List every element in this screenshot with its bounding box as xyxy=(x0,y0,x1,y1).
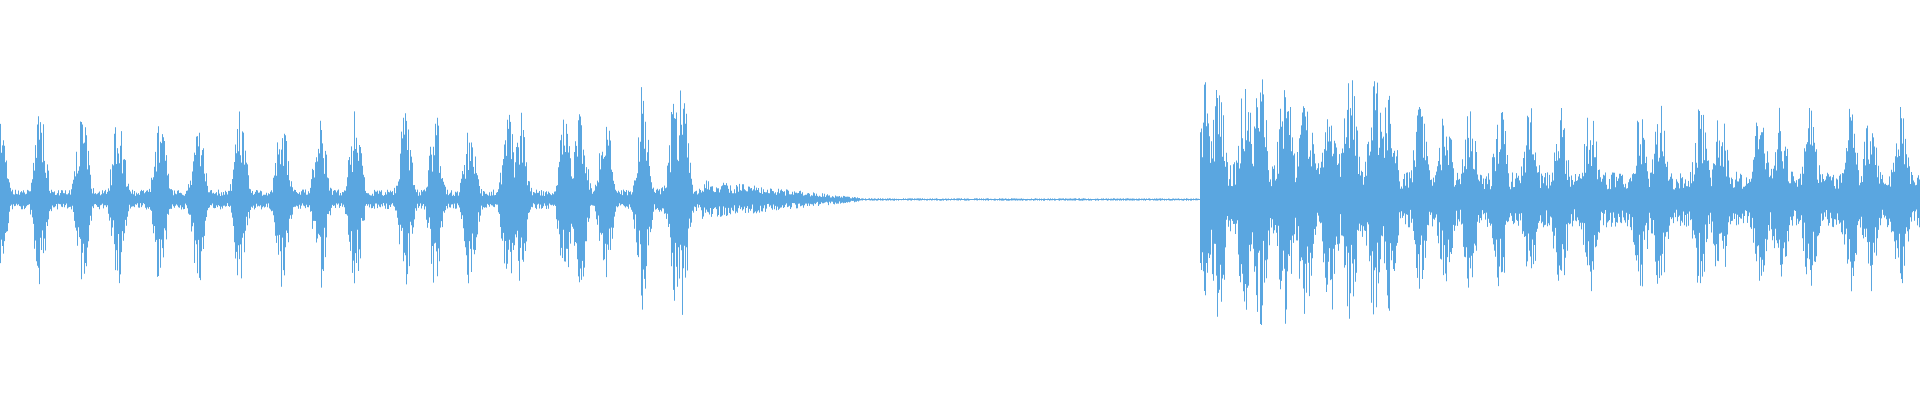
waveform-bars xyxy=(0,79,1920,325)
